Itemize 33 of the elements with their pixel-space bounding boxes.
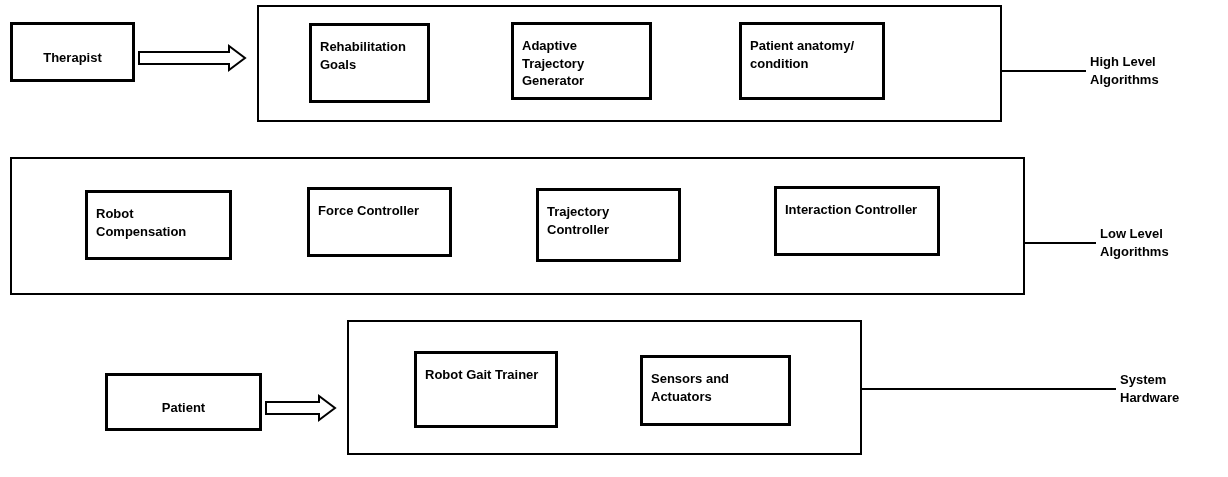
process-box — [10, 22, 135, 82]
process-box — [640, 355, 791, 426]
hollow-arrow — [138, 44, 247, 72]
group-box — [10, 157, 1025, 295]
process-box — [309, 23, 430, 103]
process-box — [536, 188, 681, 262]
connector-line — [1001, 70, 1087, 72]
layer-label: System Hardware — [1120, 371, 1181, 407]
box-label: Rehabilitation Goals — [320, 38, 407, 74]
process-box — [307, 187, 452, 257]
box-label: Patient — [161, 399, 206, 417]
process-box — [414, 351, 558, 428]
hollow-arrow — [265, 394, 337, 422]
layer-label: High Level Algorithms — [1090, 53, 1160, 89]
process-box — [511, 22, 652, 100]
connector-line — [1024, 242, 1097, 244]
process-box — [85, 190, 232, 260]
process-box — [774, 186, 940, 256]
box-label: Interaction Controller — [785, 201, 918, 219]
group-box — [347, 320, 862, 455]
process-box — [739, 22, 885, 100]
box-label: Therapist — [43, 49, 102, 67]
box-label: Robot Compensation — [96, 205, 188, 241]
box-label: Patient anatomy/ condition — [750, 37, 856, 73]
process-box — [105, 373, 262, 431]
box-label: Adaptive Trajectory Generator — [522, 37, 586, 90]
group-box — [257, 5, 1002, 122]
box-label: Force Controller — [318, 202, 420, 220]
box-label: Robot Gait Trainer — [425, 366, 539, 384]
connector-line — [861, 388, 1117, 390]
box-label: Sensors and Actuators — [651, 370, 731, 406]
box-label: Trajectory Controller — [547, 203, 611, 239]
layer-label: Low Level Algorithms — [1100, 225, 1170, 261]
